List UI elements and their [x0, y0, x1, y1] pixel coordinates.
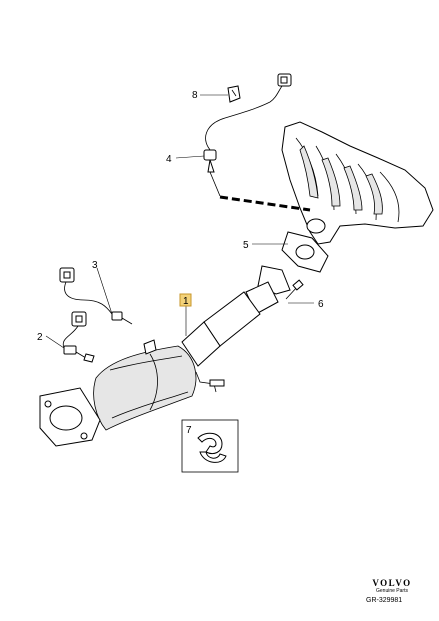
- callout-1[interactable]: 1: [183, 296, 189, 307]
- cable-clip: [227, 85, 241, 103]
- exhaust-manifold: [281, 121, 434, 245]
- callout-4[interactable]: 4: [166, 154, 172, 165]
- bolt: [285, 279, 304, 300]
- brand-tagline: Genuine Parts: [376, 588, 408, 594]
- callout-7[interactable]: 7: [186, 425, 192, 436]
- callout-6[interactable]: 6: [318, 299, 324, 310]
- leader-lines: [45, 94, 314, 349]
- gasket: [281, 231, 329, 273]
- callout-1-highlight: [179, 293, 192, 307]
- callout-2[interactable]: 2: [37, 332, 43, 343]
- catalytic-converter-pipe: [39, 265, 291, 447]
- callout-3[interactable]: 3: [92, 260, 98, 271]
- oxygen-sensor-upper: [203, 73, 292, 197]
- brand-logo: VOLVO: [372, 578, 412, 588]
- diagram-reference: GR-329981: [366, 597, 403, 604]
- clamp-box: [181, 419, 239, 473]
- oxygen-sensor-rear: [62, 311, 95, 363]
- oxygen-sensor-front: [59, 267, 133, 325]
- callout-5[interactable]: 5: [243, 240, 249, 251]
- callout-8[interactable]: 8: [192, 90, 198, 101]
- routing-dashed-line: [219, 195, 311, 212]
